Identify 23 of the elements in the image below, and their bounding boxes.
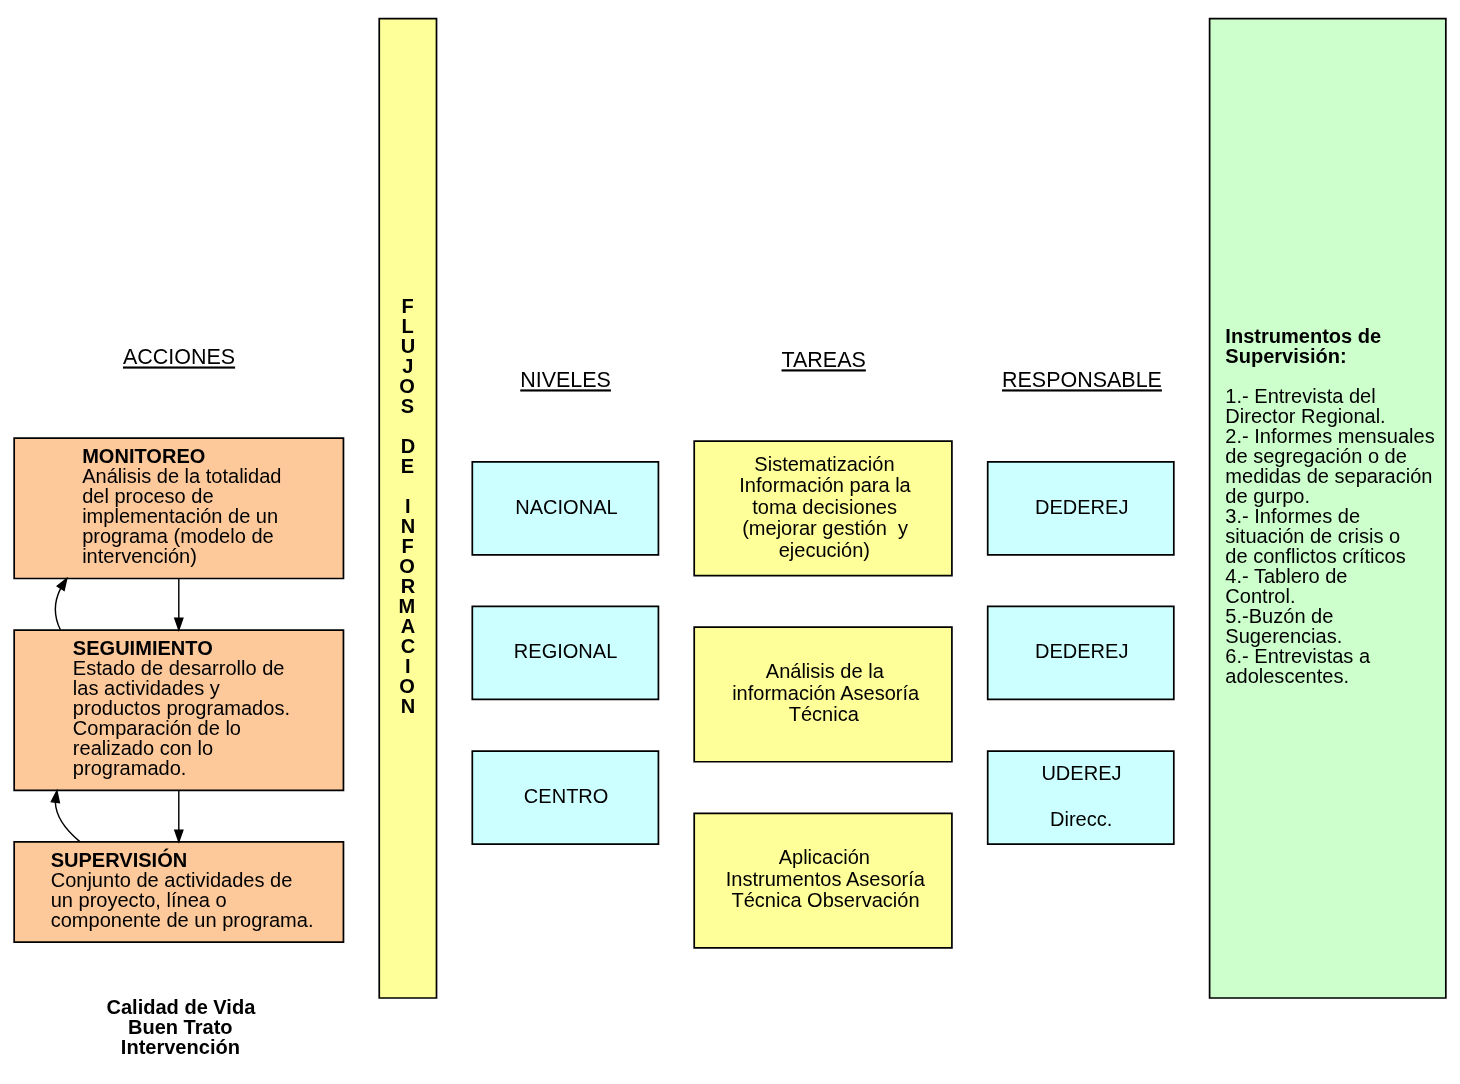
node-box: REGIONAL: [471, 605, 660, 701]
node-box: SUPERVISIÓN Conjunto de actividades de un proyecto, línea o componente de un programa.: [13, 841, 345, 943]
arrow: [50, 788, 81, 843]
node-box: Aplicación Instrumentos Asesoría Técnica Observación: [693, 812, 953, 949]
node-box: NACIONAL: [471, 460, 660, 556]
label: NIVELES: [520, 368, 611, 393]
node-box: SEGUIMIENTO Estado de desarrollo de las actividades y productos programados. Comparación de lo realizado con lo programado.: [13, 629, 345, 792]
label: TAREAS: [781, 348, 866, 373]
node-box: Sistematización Información para la toma decisiones (mejorar gestión y ejecución): [693, 440, 953, 577]
node-box: Instrumentos de Supervisión: 1.- Entrevista del Director Regional. 2.- Informes mensuales de segregación o de medidas de separación de gurpo. 3.- Informes de situación de crisis o de conflictos críticos 4.- Tablero de Control. 5.-Buzón de Sugerencias. 6.- Entrevistas a adolescentes.: [1208, 17, 1447, 999]
node-box: MONITOREO Análisis de la totalidad del proceso de implementación de un programa (modelo de intervención): [13, 437, 345, 580]
node-box: UDEREJ Direcc.: [986, 750, 1175, 845]
node-box: CENTRO: [471, 750, 660, 845]
node-box: DEDEREJ: [986, 460, 1175, 556]
label: RESPONSABLE: [1002, 368, 1162, 393]
arrow: [173, 790, 184, 844]
node-box: FLUJOS DE INFORMACION: [378, 17, 438, 999]
arrow: [173, 577, 184, 632]
label: ACCIONES: [122, 345, 236, 370]
label: Calidad de Vida Buen Trato Intervención: [106, 996, 256, 1059]
node-box: DEDEREJ: [986, 605, 1175, 701]
node-box: Análisis de la información Asesoría Técnica: [693, 626, 953, 763]
arrow: [54, 576, 68, 631]
